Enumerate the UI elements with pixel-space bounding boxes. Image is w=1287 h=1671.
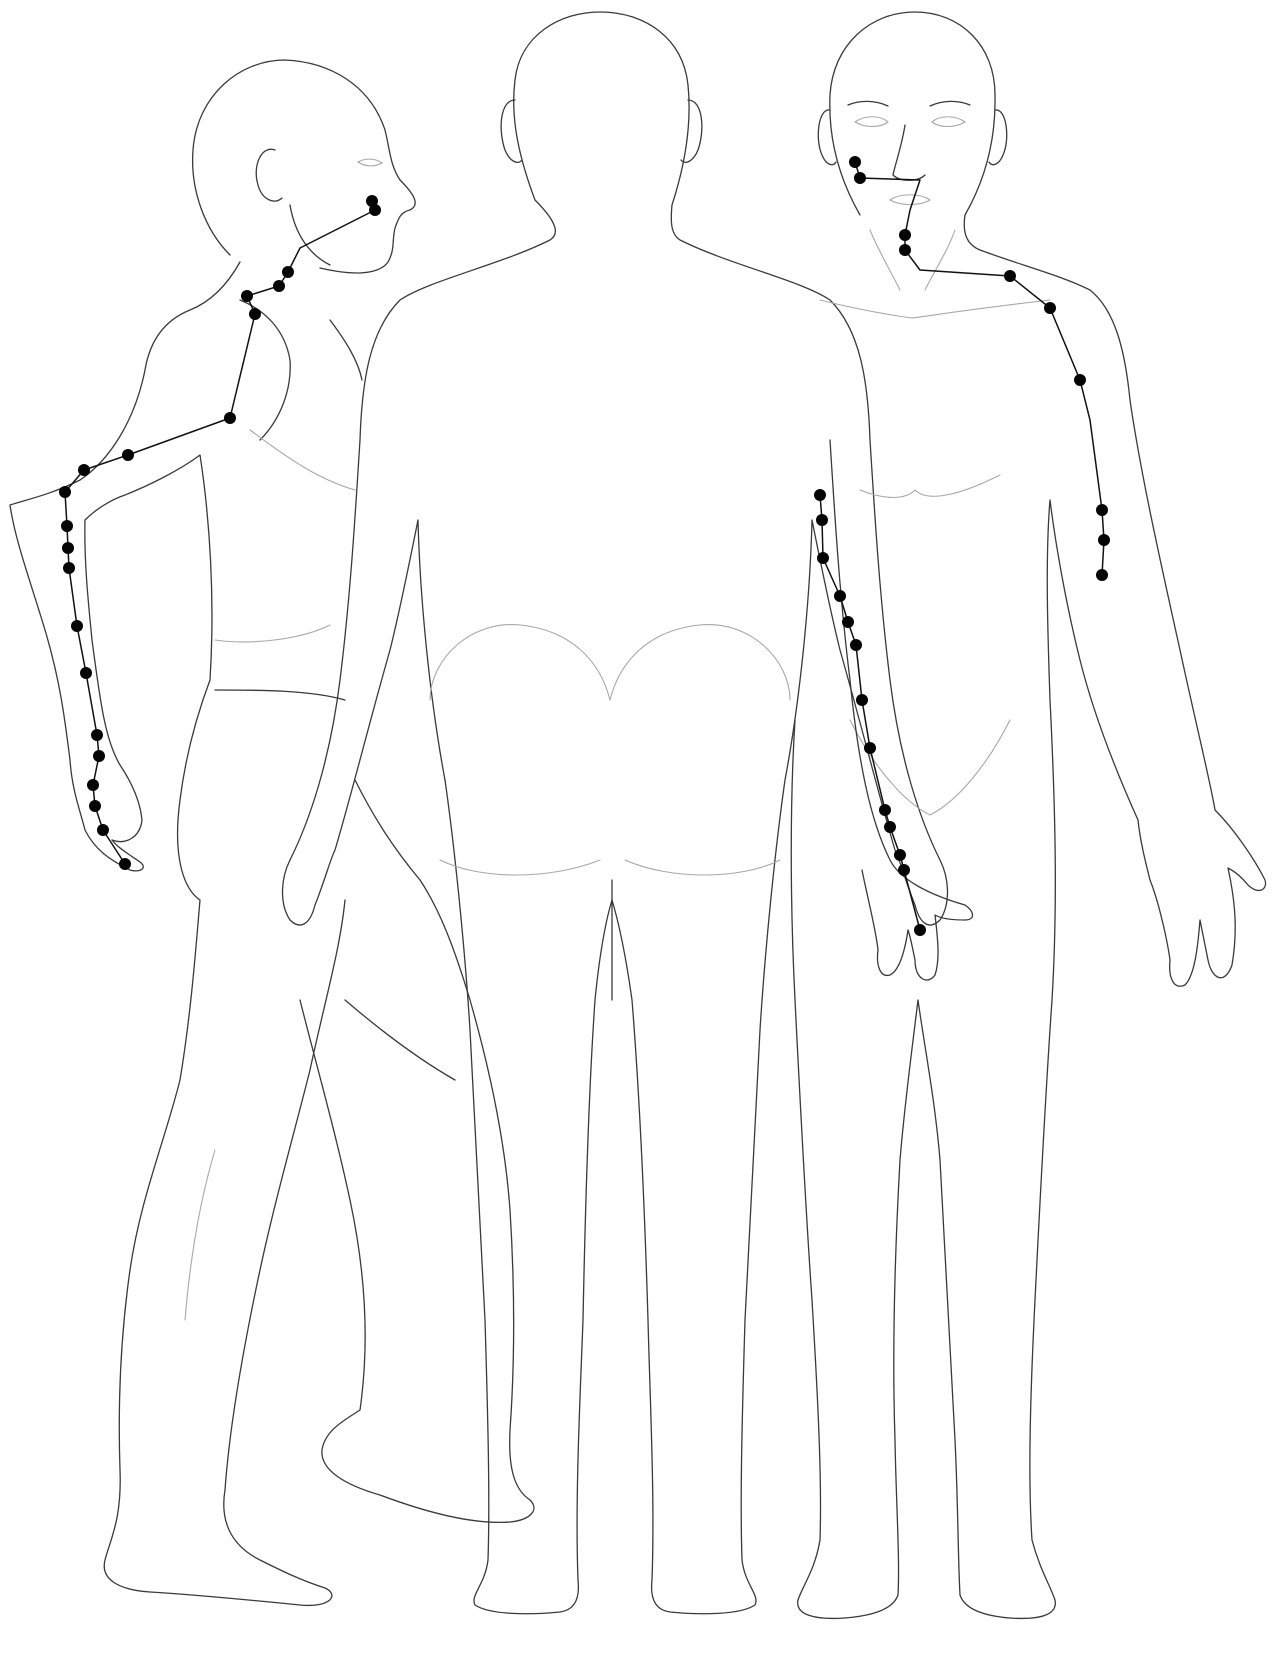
acupoint-dot	[834, 590, 846, 602]
acupoint-dot	[884, 821, 896, 833]
acupoint-dot	[854, 172, 866, 184]
side-view-figure	[10, 60, 534, 1605]
back-left-buttock	[430, 625, 610, 700]
acupoint-dot	[97, 824, 109, 836]
acupoint-dot	[879, 804, 891, 816]
side-body-outline	[10, 262, 345, 1605]
acupoint-dot	[899, 229, 911, 241]
acupoint-dot	[119, 858, 131, 870]
acupoint-dot	[122, 449, 134, 461]
back-gluteal-fold-right	[625, 860, 780, 875]
acupoint-dot	[1044, 302, 1056, 314]
front-body-outline	[791, 12, 1265, 1618]
acupoint-dot	[816, 514, 828, 526]
front-view-figure	[791, 12, 1265, 1618]
front-right-eye	[932, 117, 965, 127]
back-gluteal-fold-left	[440, 860, 600, 875]
front-left-eyebrow	[848, 101, 888, 106]
front-left-ear	[818, 110, 836, 165]
side-view-meridian-line	[65, 201, 375, 864]
acupoint-dot	[273, 280, 285, 292]
acupoint-dot	[849, 156, 861, 168]
acupoint-dot	[224, 412, 236, 424]
side-shoulder-line	[240, 300, 290, 440]
front-right-arm-inner	[830, 440, 973, 980]
acupoint-dot	[850, 639, 862, 651]
front-right-eyebrow	[930, 101, 970, 106]
acupoint-dot	[62, 542, 74, 554]
acupoint-dot	[898, 864, 910, 876]
front-neck-right	[925, 230, 955, 290]
front-right-arm-meridian-line	[855, 162, 1104, 575]
side-calf-line	[185, 1150, 215, 1320]
side-chest-line	[330, 320, 362, 380]
front-left-eye	[855, 117, 888, 127]
acupoint-dot	[89, 800, 101, 812]
acupoint-dot	[899, 244, 911, 256]
back-left-ear	[501, 100, 522, 162]
acupoint-dot	[59, 486, 71, 498]
acupoint-dot	[63, 562, 75, 574]
acupoint-dot	[369, 204, 381, 216]
acupoint-dot	[914, 924, 926, 936]
front-neck-left	[870, 230, 900, 290]
acupoint-dot	[856, 694, 868, 706]
acupoint-dot	[78, 464, 90, 476]
side-back-leg	[300, 780, 534, 1522]
side-waist-line	[215, 625, 330, 642]
front-mouth	[890, 195, 930, 205]
side-knee-front	[345, 1000, 455, 1080]
acupoint-dot	[814, 489, 826, 501]
acupoint-dot	[1098, 534, 1110, 546]
side-head-outline	[193, 60, 416, 273]
side-torso-fold	[250, 430, 355, 490]
acupoint-dot	[1096, 569, 1108, 581]
acupoint-dot	[1096, 504, 1108, 516]
acupoint-dot	[249, 308, 261, 320]
acupoint-dot	[241, 290, 253, 302]
back-right-ear	[681, 100, 702, 162]
acupoint-dot	[93, 750, 105, 762]
acupoint-dot	[1004, 270, 1016, 282]
acupoint-dot	[80, 667, 92, 679]
acupoint-dot	[842, 616, 854, 628]
front-clavicles	[820, 300, 1050, 318]
meridian-layer	[59, 156, 1110, 936]
acupoint-dot	[71, 620, 83, 632]
side-view-meridian	[59, 195, 381, 870]
side-eye	[358, 159, 382, 166]
acupoint-dot	[91, 729, 103, 741]
back-head-outline	[283, 12, 948, 1614]
back-view-figure	[283, 12, 948, 1614]
side-hip-line	[215, 690, 345, 700]
acupoint-dot	[817, 552, 829, 564]
front-right-arm-meridian	[849, 156, 1110, 581]
acupoint-dot	[864, 742, 876, 754]
front-left-arm-meridian	[814, 489, 926, 936]
acupoint-dot	[87, 779, 99, 791]
acupoint-dot	[1074, 374, 1086, 386]
front-nose	[893, 125, 925, 180]
back-right-buttock	[610, 625, 790, 700]
acupoint-dot	[61, 520, 73, 532]
acupoint-dot	[894, 849, 906, 861]
front-chest-line	[860, 475, 1000, 498]
side-ear	[256, 149, 282, 201]
acupoint-dot	[282, 266, 294, 278]
